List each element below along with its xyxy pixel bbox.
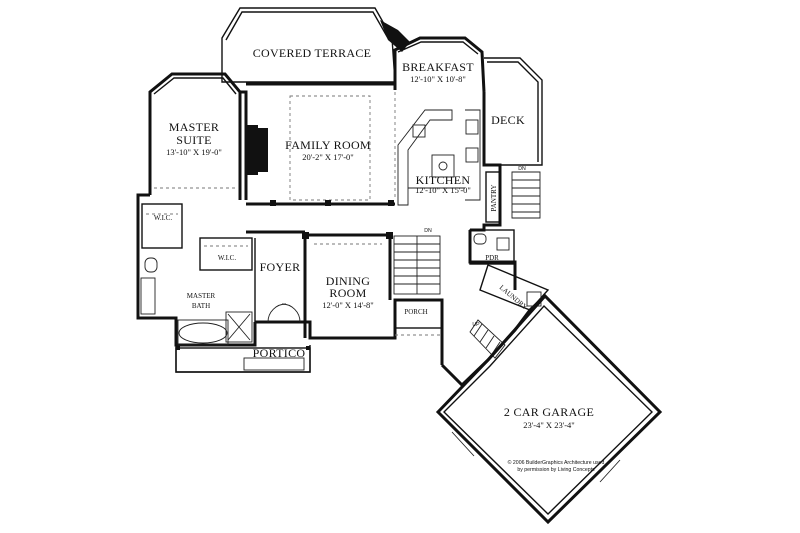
- kitchen-label: KITCHEN: [416, 173, 471, 187]
- foyer-area: [246, 230, 305, 323]
- wic-closets: [141, 203, 253, 271]
- kitchen-dims: 12'-10" X 15'-0": [415, 185, 471, 195]
- garage-stairs-up-label: UP: [472, 322, 480, 328]
- copyright-line-1: © 2006 BuilderGraphics Architecture used: [508, 459, 605, 466]
- foyer-label: FOYER: [260, 260, 301, 274]
- dining-room-area: [302, 232, 393, 338]
- master-suite-label-2: SUITE: [176, 133, 212, 147]
- family-room-area: [246, 92, 396, 206]
- pdr-laundry-area: [469, 229, 550, 359]
- porch-area: [394, 299, 443, 336]
- breakfast-dims: 12'-10" X 10'-8": [410, 74, 466, 84]
- main-stairs: [393, 235, 441, 295]
- master-bath-label-1: MASTER: [187, 292, 216, 300]
- deck-stairs: [511, 171, 541, 219]
- portico-area: [175, 346, 311, 373]
- copyright-line-2: by permission by Living Concepts: [517, 467, 595, 473]
- family-room-dims: 20'-2" X 17'-0": [302, 152, 354, 162]
- deck-stairs-dn-label: DN: [518, 166, 526, 172]
- terrace-fireplace-icon: [380, 20, 410, 52]
- garage-area: [435, 293, 663, 525]
- pdr-label: PDR: [485, 254, 499, 262]
- family-room-label: FAMILY ROOM: [285, 138, 371, 152]
- portico-label: PORTICO: [253, 346, 306, 360]
- master-suite-label-1: MASTER: [169, 120, 219, 134]
- dining-room-dims: 12'-0" X 14'-8": [322, 300, 374, 310]
- master-bath-fixtures: [140, 257, 253, 346]
- breakfast-label: BREAKFAST: [402, 60, 474, 74]
- covered-terrace-area: [221, 7, 410, 83]
- breakfast-area: [393, 36, 486, 93]
- pantry-label: PANTRY: [490, 185, 498, 212]
- stairs-dn-label: DN: [424, 228, 432, 234]
- wic-1-label: W.I.C.: [154, 214, 172, 222]
- wic-2-label: W.I.C.: [218, 254, 236, 262]
- family-fireplace-icon: [246, 128, 268, 172]
- garage-label: 2 CAR GARAGE: [504, 405, 594, 419]
- kitchen-cabinetry: [397, 109, 481, 206]
- deck-label: DECK: [491, 113, 525, 127]
- dining-room-label-2: ROOM: [329, 286, 366, 300]
- laundry-label: LAUNDRY: [498, 284, 529, 312]
- pantry-area: [485, 171, 501, 223]
- room-labels: COVERED TERRACE BREAKFAST 12'-10" X 10'-…: [154, 46, 605, 473]
- deck-area: [484, 57, 543, 219]
- garage-dims: 23'-4" X 23'-4": [523, 420, 575, 430]
- master-bath-label-2: BATH: [192, 302, 210, 310]
- covered-terrace-label: COVERED TERRACE: [253, 46, 372, 60]
- dining-room-label-1: DINING: [326, 274, 370, 288]
- porch-label: PORCH: [404, 308, 427, 316]
- master-suite-dims: 13'-10" X 19'-0": [166, 147, 222, 157]
- toilet-icon: [144, 257, 158, 273]
